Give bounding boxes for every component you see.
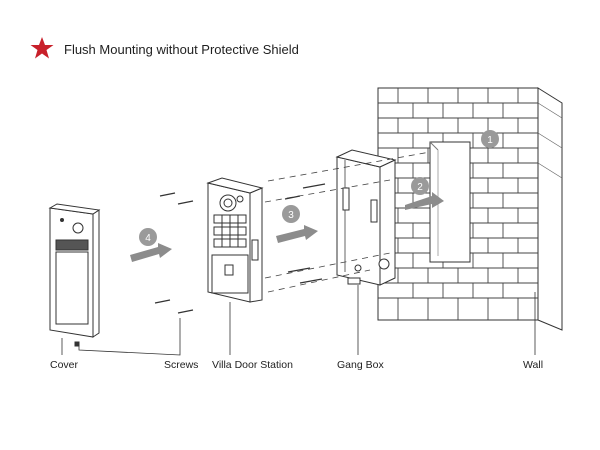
page-title: Flush Mounting without Protective Shield — [64, 42, 299, 57]
gang-box — [335, 149, 397, 286]
cover — [48, 203, 101, 347]
star-icon — [30, 37, 54, 59]
step-4-marker: 4 — [139, 228, 157, 246]
wall-label: Wall — [523, 359, 543, 371]
villa-door-station — [206, 177, 264, 303]
wall — [377, 87, 563, 331]
step-1-marker: 1 — [481, 130, 499, 148]
step-3-marker: 3 — [282, 205, 300, 223]
station-label: Villa Door Station — [212, 359, 293, 371]
step-4-number: 4 — [145, 233, 151, 244]
step-3-number: 3 — [288, 210, 294, 221]
step-3-arrow — [276, 225, 318, 243]
step-2-arrow — [405, 192, 444, 210]
step-1-number: 1 — [487, 135, 493, 146]
gangbox-label: Gang Box — [337, 359, 384, 371]
step-2-marker: 2 — [411, 177, 429, 195]
step-2-number: 2 — [417, 182, 423, 193]
step-4-arrow — [130, 243, 172, 262]
cover-label: Cover — [50, 359, 79, 371]
screws-label: Screws — [164, 359, 198, 371]
screws-right — [284, 183, 326, 284]
screws-left — [154, 192, 194, 314]
